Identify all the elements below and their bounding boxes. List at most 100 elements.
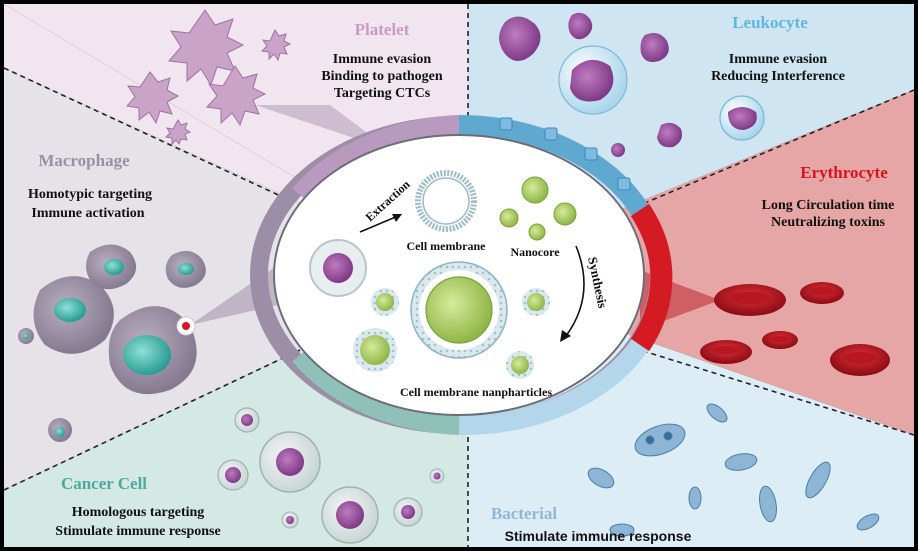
leukocyte-line-1: Immune evasion — [729, 52, 828, 67]
nanocore-icon — [528, 223, 546, 241]
leukocyte-icon — [499, 16, 541, 61]
bacterium-icon — [634, 423, 686, 457]
nanocore-label: Nanocore — [510, 245, 560, 259]
source-cell-icon — [309, 239, 367, 297]
nanocore-icon — [499, 208, 519, 228]
divider-left-upper — [3, 67, 301, 206]
bacterial-ring — [458, 339, 649, 436]
cell-membrane-label: Cell membrane — [407, 239, 487, 253]
leukocyte-line-2: Reducing Interference — [711, 69, 845, 84]
divider-right-upper — [639, 89, 915, 206]
leukocyte-ring — [458, 114, 649, 216]
leukocyte-ring-receptors — [499, 117, 631, 191]
cancer-cell-icon — [217, 459, 249, 491]
leukocyte-bubble-icon — [558, 45, 628, 115]
platelet-illustrations — [126, 9, 292, 146]
leukocyte-icon — [657, 122, 682, 148]
macrophage-label-group: Macrophage Homotypic targeting Immune ac… — [28, 151, 152, 221]
macrophage-icon — [48, 418, 72, 442]
macrophage-icon — [165, 250, 206, 288]
leukocyte-icon — [611, 143, 625, 157]
platelet-icon — [260, 28, 292, 62]
macrophage-title: Macrophage — [38, 151, 130, 170]
cancer-cell-icon — [281, 511, 299, 529]
cell-membrane-vesicle — [415, 170, 477, 232]
erythrocyte-illustrations — [700, 282, 890, 376]
platelet-line-3: Targeting CTCs — [334, 86, 431, 101]
bacterium-icon — [805, 461, 831, 499]
platelet-icon — [126, 71, 180, 125]
macrophage-illustrations — [18, 244, 206, 442]
nanocore-group — [499, 176, 577, 241]
leukocyte-icon — [640, 33, 669, 62]
bacterium-icon — [724, 453, 758, 471]
platelet-title: Platelet — [355, 20, 410, 39]
erythrocyte-line-1: Long Circulation time — [762, 198, 895, 213]
bacterium-icon — [609, 523, 635, 537]
cancer-cell-icon — [259, 431, 321, 493]
bacterium-icon — [688, 486, 702, 510]
bacterium-icon — [759, 485, 777, 523]
cancer-title: Cancer Cell — [61, 474, 147, 493]
leukocyte-title: Leukocyte — [732, 13, 808, 32]
cancer-cell-icon — [234, 407, 260, 433]
bacterial-title: Bacterial — [491, 504, 557, 523]
synthesis-arrow — [565, 245, 585, 337]
nanoparticles-label: Cell membrane nanpharticles — [400, 385, 552, 399]
erythrocyte-icon — [800, 282, 844, 304]
leukocyte-bubble-icon — [719, 95, 765, 141]
macrophage-icon — [86, 244, 137, 290]
leukocyte-illustrations — [499, 12, 765, 157]
macrophage-sector-bg — [4, 68, 459, 490]
erythrocyte-icon — [830, 344, 890, 376]
erythrocyte-icon — [714, 284, 786, 316]
erythrocyte-icon — [762, 331, 798, 349]
leukocyte-icon — [568, 12, 593, 40]
nanoparticle-icon — [353, 328, 397, 372]
cancer-ring — [292, 348, 460, 435]
cancer-cell-icon — [321, 486, 379, 544]
membrane-ring — [250, 114, 673, 436]
large-membrane-nanoparticle — [410, 261, 508, 359]
erythrocyte-ring — [630, 203, 673, 352]
erythrocyte-title: Erythrocyte — [800, 163, 888, 182]
platelet-label-group: Platelet Immune evasion Binding to patho… — [321, 20, 443, 101]
divider-right-lower — [639, 349, 915, 436]
erythrocyte-sector-bg — [459, 90, 914, 435]
platelet-icon — [205, 65, 267, 127]
macrophage-icon — [18, 328, 34, 344]
synthesis-arrowhead — [560, 330, 571, 342]
erythrocyte-icon — [700, 340, 752, 364]
nanoparticle-icon — [506, 351, 534, 379]
platelet-line-2: Binding to pathogen — [321, 69, 443, 84]
platelet-icon — [164, 119, 192, 146]
cancer-cell-icon — [393, 497, 423, 527]
macrophage-target-icon — [176, 316, 196, 336]
nanoparticle-icon — [371, 288, 399, 316]
cancer-label-group: Cancer Cell Homologous targeting Stimula… — [55, 474, 220, 539]
bacterium-icon — [706, 403, 728, 423]
bacterial-label-group: Bacterial Stimulate immune response — [491, 504, 692, 544]
bacterium-icon — [856, 513, 880, 531]
macrophage-icon — [33, 276, 114, 354]
small-nanoparticles — [353, 288, 550, 379]
erythrocyte-label-group: Erythrocyte Long Circulation time Neutra… — [762, 163, 895, 230]
erythrocyte-line-2: Neutralizing toxins — [771, 215, 885, 230]
bacterial-line-1: Stimulate immune response — [505, 528, 692, 544]
nanocore-icon — [553, 202, 577, 226]
platelet-ring — [292, 115, 460, 202]
cancer-line-1: Homologous targeting — [72, 505, 205, 520]
leukocyte-label-group: Leukocyte Immune evasion Reducing Interf… — [711, 13, 845, 84]
nanocore-icon — [521, 176, 549, 204]
cancer-illustrations — [217, 407, 445, 544]
nanoparticle-icon — [522, 288, 550, 316]
extraction-arrow — [359, 214, 402, 233]
macrophage-line-2: Immune activation — [31, 206, 144, 221]
macrophage-line-1: Homotypic targeting — [28, 187, 152, 202]
cancer-cell-icon — [429, 468, 445, 484]
bacterium-icon — [587, 467, 615, 489]
bacterial-illustrations — [587, 403, 880, 537]
platelet-line-1: Immune evasion — [333, 52, 432, 67]
